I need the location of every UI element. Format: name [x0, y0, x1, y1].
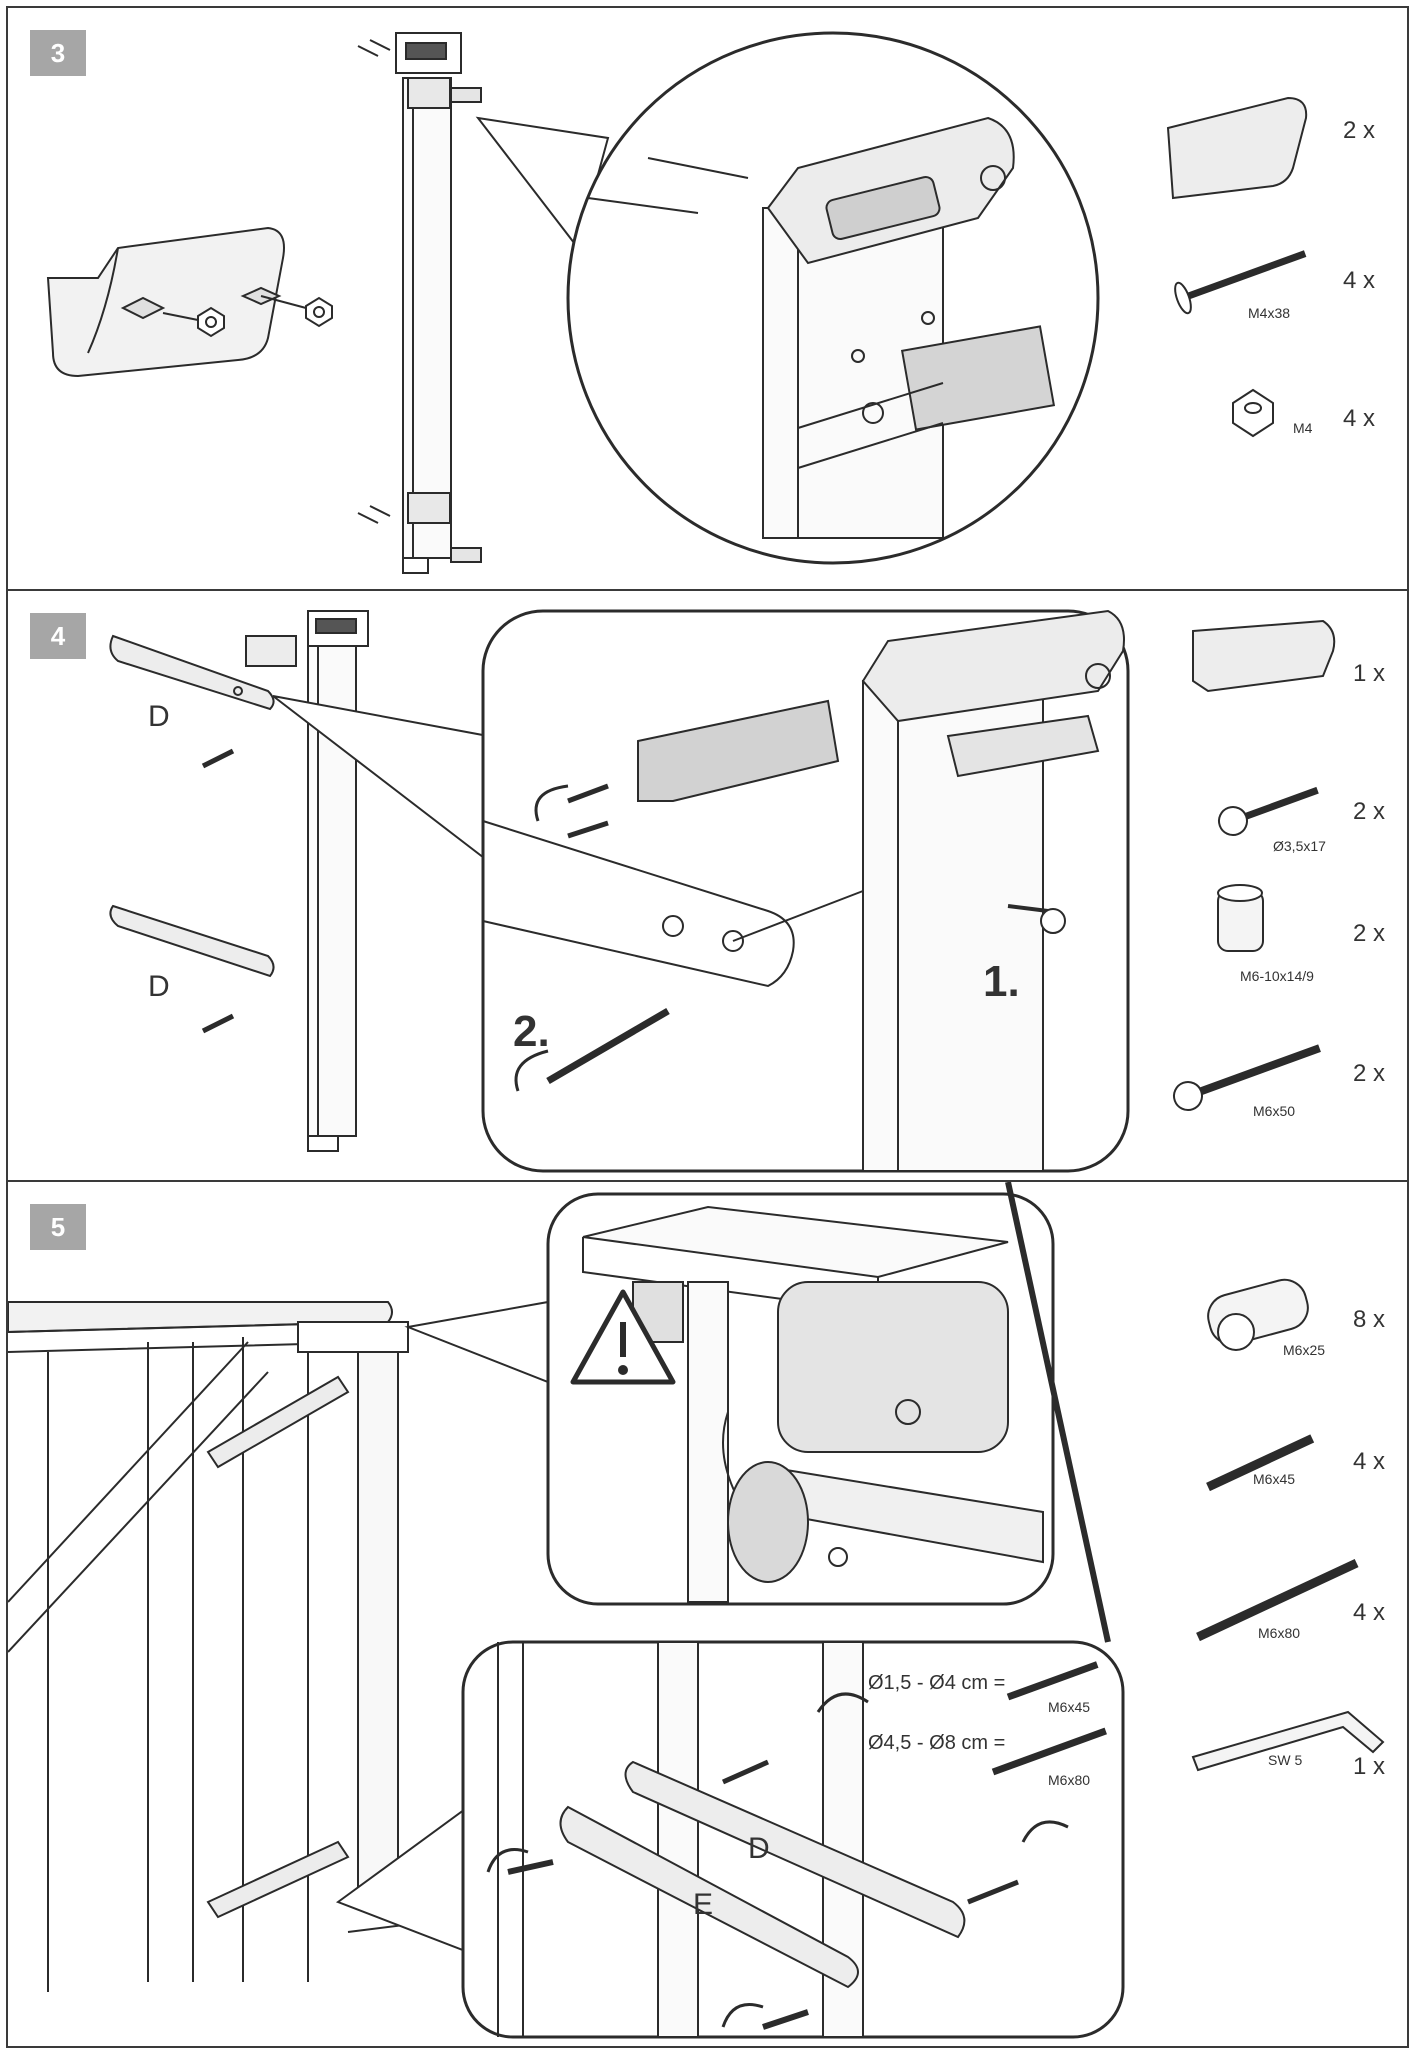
step-3-panel: 3: [6, 6, 1409, 591]
diameter-spec-small: Ø1,5 - Ø4 cm =: [868, 1672, 1005, 1694]
part-qty: 4 x: [1353, 1448, 1385, 1475]
diameter-bolt-label: M6x80: [1048, 1772, 1090, 1788]
rotate-arrow-icon: [721, 2003, 764, 2028]
zoom-detail-bottom: [335, 1182, 1125, 2039]
diameter-spec-large: Ø4,5 - Ø8 cm =: [868, 1732, 1005, 1754]
step-5-panel: 5: [6, 1180, 1409, 2048]
diameter-bolt-label: M6x45: [1048, 1699, 1090, 1715]
step-number-badge: 4: [30, 613, 86, 659]
part-label: M6x45: [1253, 1471, 1295, 1487]
zoom-detail-top: [404, 1192, 1055, 1606]
rotate-arrow-icon: [1021, 1820, 1069, 1843]
part-label: M6x25: [1283, 1342, 1325, 1358]
part-letter-d: D: [148, 700, 170, 733]
bracket-with-nuts: [46, 226, 333, 378]
step-4-panel: 4: [6, 589, 1409, 1182]
rotate-arrow-icon: [514, 1049, 549, 1092]
part-qty: 4 x: [1343, 267, 1375, 294]
rotate-arrow-icon: [486, 1848, 529, 1873]
step-5-drawing: Ø1,5 - Ø4 cm = M6x45 Ø4,5 - Ø8 cm = M6x8…: [8, 1182, 1385, 2039]
part-qty: 4 x: [1353, 1599, 1385, 1626]
part-label: Ø3,5x17: [1273, 838, 1326, 854]
part-label: M6-10x14/9: [1240, 968, 1314, 984]
part-label: M6x50: [1253, 1103, 1295, 1119]
part-qty: 2 x: [1353, 1060, 1385, 1087]
parts-list-step-3: [1166, 96, 1308, 438]
part-label: M4: [1293, 420, 1313, 436]
part-qty: 1 x: [1353, 1753, 1385, 1780]
rotate-arrow-icon: [534, 784, 569, 822]
part-qty: 1 x: [1353, 660, 1385, 687]
part-label: M6x80: [1258, 1625, 1300, 1641]
part-letter-e: E: [693, 1888, 713, 1921]
part-label: M4x38: [1248, 305, 1290, 321]
callout-step-2: 2.: [513, 1007, 550, 1056]
zoom-detail: [272, 609, 1130, 1173]
gate-post-side: [357, 32, 482, 574]
part-qty: 2 x: [1353, 798, 1385, 825]
parts-list-step-4: [1173, 619, 1336, 1111]
part-label: SW 5: [1268, 1752, 1302, 1768]
step-number-badge: 5: [30, 1204, 86, 1250]
bar-d-bottom: [109, 904, 275, 1034]
bar-d-top: [109, 634, 275, 769]
step-number-badge: 3: [30, 30, 86, 76]
part-qty: 2 x: [1343, 117, 1375, 144]
part-letter-d: D: [148, 970, 170, 1003]
part-qty: 8 x: [1353, 1306, 1385, 1333]
part-letter-d: D: [748, 1832, 770, 1865]
part-qty: 2 x: [1353, 920, 1385, 947]
part-qty: 4 x: [1343, 405, 1375, 432]
callout-step-1: 1.: [983, 957, 1020, 1006]
step-4-drawing: D D 1. 2. 1 x Ø3,5x17 2 x M6-10x14/9 2 x…: [109, 609, 1385, 1173]
zoom-detail: [475, 31, 1100, 565]
warning-triangle-icon: [570, 1289, 676, 1385]
rotate-arrow-icon: [816, 1692, 869, 1713]
parts-list-step-5: [1191, 1278, 1385, 1772]
step-3-drawing: 2 x M4x38 4 x M4 4 x: [46, 31, 1375, 574]
